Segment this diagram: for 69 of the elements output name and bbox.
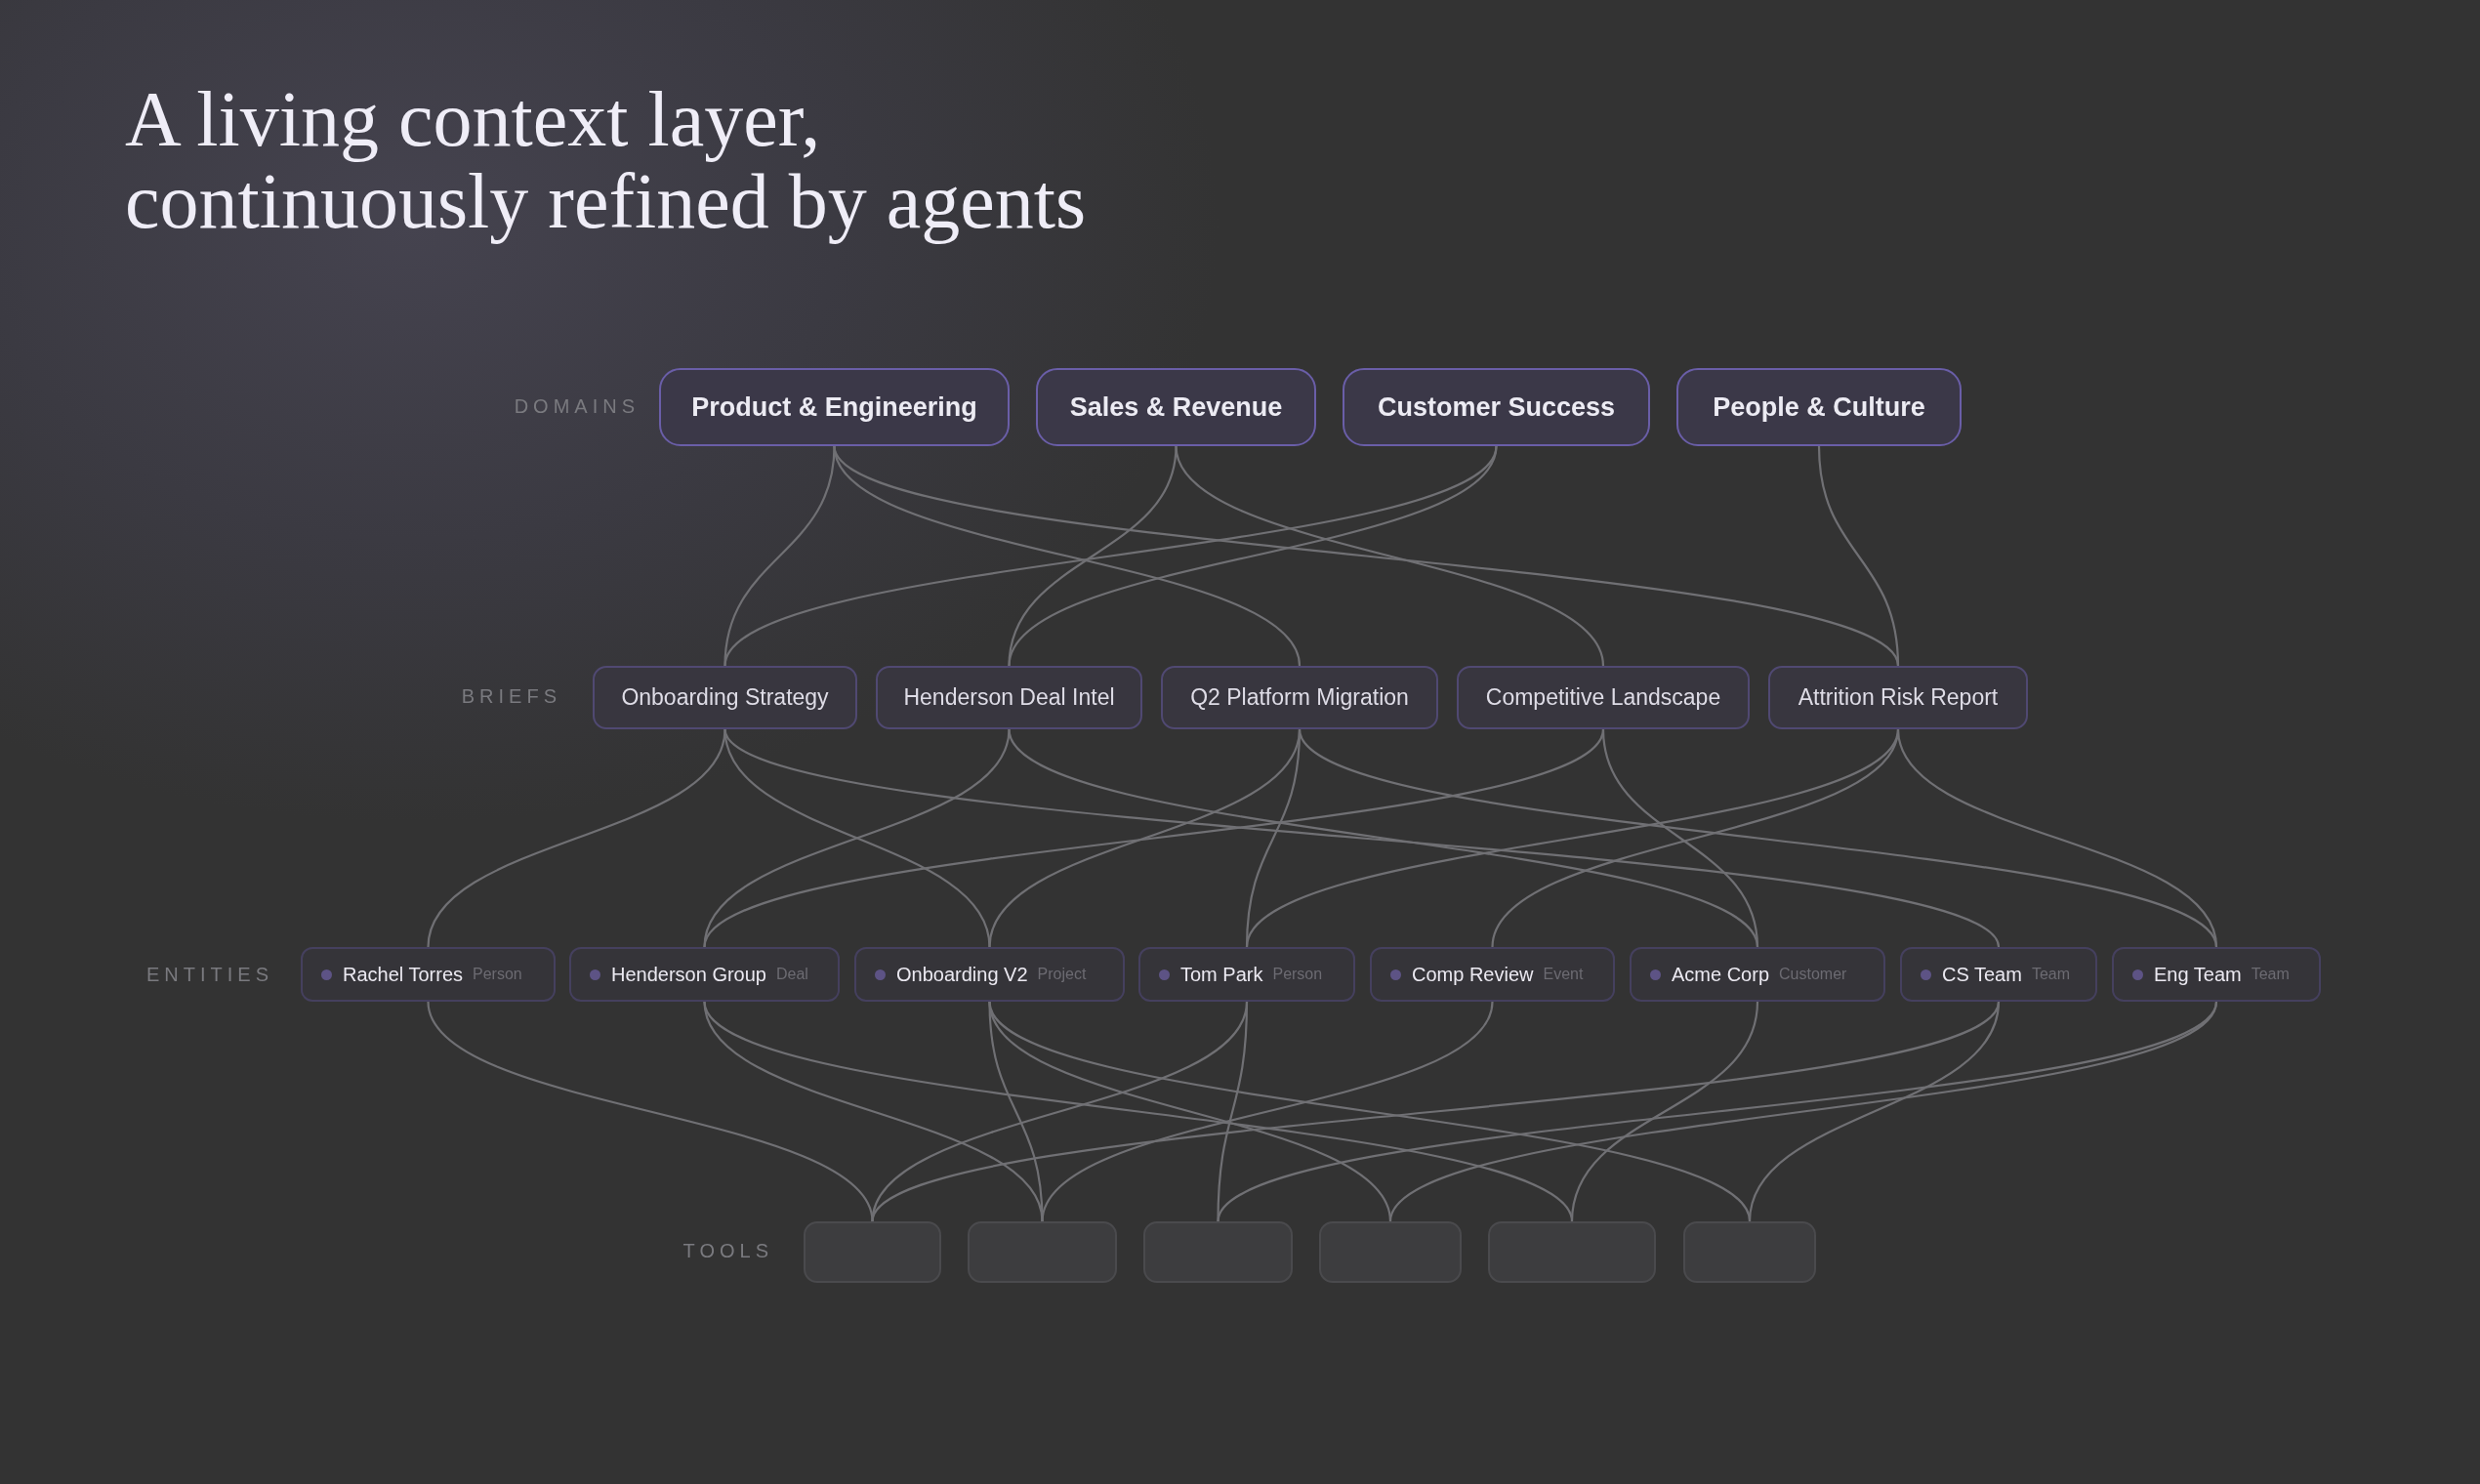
connector-line	[1008, 445, 1178, 667]
row-label: ENTITIES	[146, 963, 273, 986]
connector-line	[1175, 445, 1605, 667]
tool-card	[968, 1221, 1117, 1283]
entity-card	[1138, 947, 1355, 1002]
row-label: DOMAINS	[514, 394, 640, 418]
entity-card	[2112, 947, 2321, 1002]
entity-type: Customer	[1779, 966, 1847, 983]
connector-line	[1817, 445, 1900, 667]
entity-type: Person	[1272, 966, 1323, 983]
tool-card	[804, 1221, 941, 1283]
domain-card	[1676, 368, 1962, 446]
card-title: Attrition Risk Report	[1798, 684, 1999, 711]
card-title: Competitive Landscape	[1485, 684, 1721, 711]
entity-type: Deal	[776, 966, 808, 983]
entity-card	[1630, 947, 1885, 1002]
tool-card	[1488, 1221, 1656, 1283]
connector-line	[427, 1001, 874, 1222]
connector-line	[1389, 1001, 2217, 1222]
card-title: Henderson Deal Intel	[903, 684, 1115, 711]
entity-name: Rachel Torres	[343, 963, 464, 986]
entity-card	[854, 947, 1125, 1002]
tool-card	[1143, 1221, 1293, 1283]
entity-type: Team	[2251, 966, 2290, 983]
connector-line	[723, 728, 2000, 948]
entity-card	[1900, 947, 2097, 1002]
brief-card	[1161, 666, 1438, 729]
tool-card	[1319, 1221, 1462, 1283]
entity-type: Person	[473, 966, 522, 983]
tool-card	[1683, 1221, 1816, 1283]
connector-line	[871, 1001, 2000, 1222]
domain-card	[1036, 368, 1316, 446]
card-title: Onboarding Strategy	[621, 684, 829, 711]
connector-line	[1217, 1001, 1249, 1222]
entity-name: Henderson Group	[611, 963, 766, 986]
connector-line	[703, 728, 1604, 948]
card-title: Customer Success	[1377, 392, 1616, 423]
connector-line	[1570, 1001, 1759, 1222]
card-title: Sales & Revenue	[1069, 392, 1283, 423]
title: A living context layer, continuously refined by agents	[124, 78, 1088, 246]
entity-name: Comp Review	[1412, 963, 1534, 986]
card-title: People & Culture	[1713, 392, 1925, 423]
connector-line	[1008, 445, 1498, 667]
entity-card	[1370, 947, 1615, 1002]
connector-line	[1896, 728, 2218, 948]
connector-line	[988, 1001, 1044, 1222]
entity-name: CS Team	[1942, 963, 2022, 986]
entity-name: Tom Park	[1180, 963, 1263, 986]
brief-card	[593, 666, 857, 729]
domain-card	[659, 368, 1010, 446]
brief-card	[1768, 666, 2028, 729]
entity-card	[569, 947, 840, 1002]
brief-card	[1457, 666, 1750, 729]
entity-name: Eng Team	[2154, 963, 2242, 986]
domain-card	[1343, 368, 1650, 446]
row-label: TOOLS	[682, 1239, 773, 1262]
connector-line	[1041, 1001, 1494, 1222]
entity-type: Event	[1543, 966, 1584, 983]
connector-line	[723, 445, 836, 667]
entity-type: Project	[1037, 966, 1087, 983]
card-title: Product & Engineering	[691, 392, 977, 423]
entity-type: Team	[2031, 966, 2070, 983]
connector-line	[427, 728, 726, 948]
brief-card	[876, 666, 1142, 729]
entity-name: Acme Corp	[1672, 963, 1770, 986]
entity-card	[301, 947, 556, 1002]
card-title: Q2 Platform Migration	[1190, 684, 1409, 711]
entity-name: Onboarding V2	[896, 963, 1028, 986]
row-label: BRIEFS	[461, 684, 561, 708]
